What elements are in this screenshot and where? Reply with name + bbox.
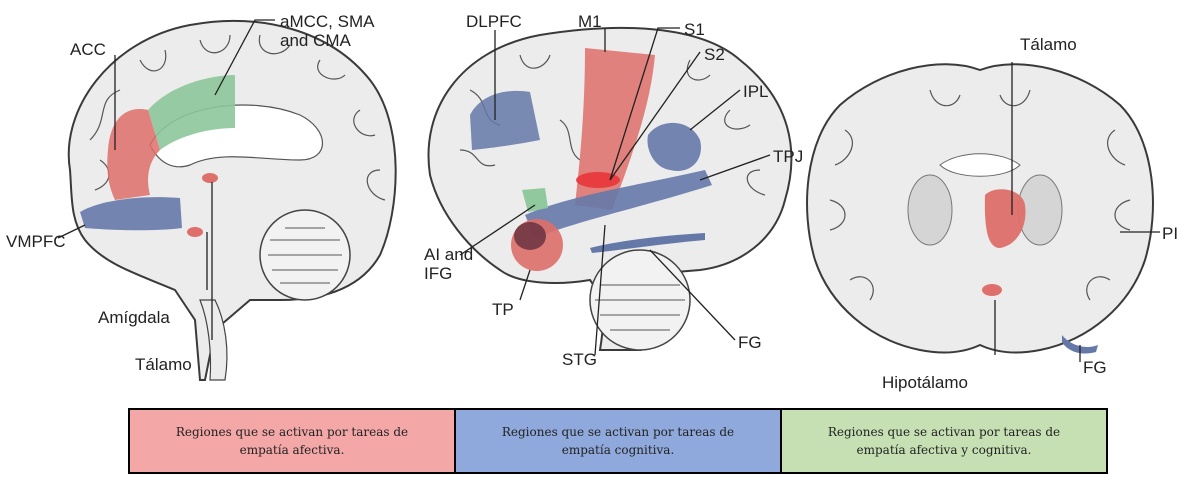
label-tpj: TPJ — [773, 147, 803, 166]
legend-affective: Regiones que se activan por tareas de em… — [130, 410, 454, 472]
label-pi: PI — [1162, 224, 1178, 243]
coronal-brain-outline — [807, 64, 1153, 352]
legend-both: Regiones que se activan por tareas de em… — [780, 410, 1106, 472]
lateral-brain-view — [428, 28, 791, 355]
label-amigdala: Amígdala — [98, 308, 170, 327]
amygdala-region — [187, 227, 203, 237]
thalamus-left-region — [202, 173, 218, 183]
label-talamo-right: Tálamo — [1020, 35, 1077, 54]
hypothalamus-region — [982, 284, 1002, 296]
label-ai-ifg: AI and IFG — [424, 245, 473, 283]
label-talamo-left: Tálamo — [135, 355, 192, 374]
label-tp: TP — [492, 300, 514, 319]
basal-ganglia-left — [908, 175, 952, 245]
label-ipl: IPL — [743, 82, 769, 101]
label-m1: M1 — [578, 12, 602, 31]
legend-affective-text: Regiones que se activan por tareas de em… — [160, 423, 424, 459]
label-stg: STG — [562, 350, 597, 369]
legend-cognitive: Regiones que se activan por tareas de em… — [454, 410, 780, 472]
label-s2: S2 — [704, 45, 725, 64]
label-fg-middle: FG — [738, 333, 762, 352]
label-amcc-sma-cma: aMCC, SMA and CMA — [280, 12, 374, 50]
brain-diagram — [0, 0, 1195, 400]
label-hipotalamo: Hipotálamo — [882, 373, 968, 392]
label-dlpfc: DLPFC — [466, 12, 522, 31]
label-s1: S1 — [684, 20, 705, 39]
legend-both-text: Regiones que se activan por tareas de em… — [812, 423, 1076, 459]
label-vmpfc: VMPFC — [6, 232, 66, 251]
legend: Regiones que se activan por tareas de em… — [128, 408, 1108, 474]
label-fg-right: FG — [1083, 358, 1107, 377]
label-acc: ACC — [70, 40, 106, 59]
coronal-brain-view — [807, 62, 1160, 362]
tp-overlap-region — [514, 222, 546, 250]
legend-cognitive-text: Regiones que se activan por tareas de em… — [486, 423, 750, 459]
